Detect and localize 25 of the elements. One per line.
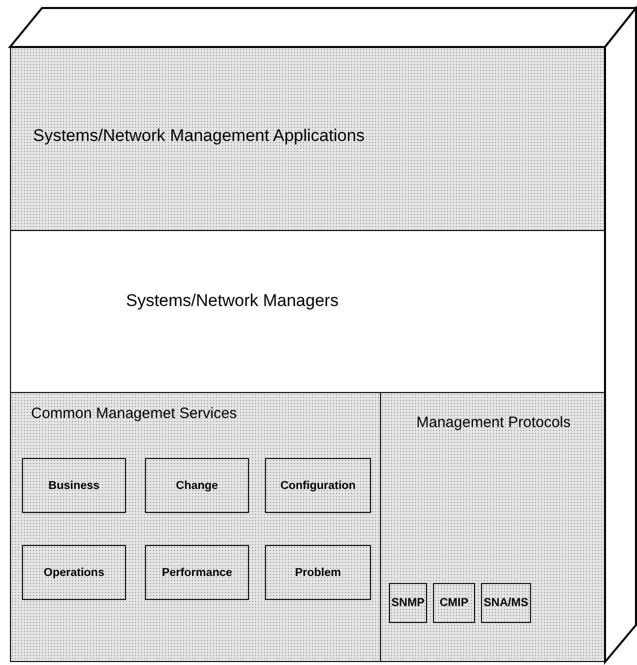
- layer-label: Systems/Network Managers: [126, 291, 339, 311]
- panel-heading: Management Protocols: [415, 413, 572, 432]
- service-box: [265, 458, 371, 513]
- service-box: [433, 583, 475, 623]
- panel-heading: Common Managemet Services: [31, 405, 237, 422]
- service-label: Change: [176, 480, 218, 492]
- protocols-panel: [380, 392, 605, 662]
- service-label: Business: [48, 480, 100, 492]
- service-label: Operations: [44, 566, 104, 578]
- service-label: Performance: [162, 566, 232, 578]
- service-box: [481, 583, 531, 623]
- service-box: [389, 583, 427, 623]
- service-box: [145, 545, 249, 600]
- layer-band: [10, 47, 605, 231]
- service-box: [145, 458, 249, 513]
- service-box: [22, 545, 126, 600]
- service-label: SNA/MS: [484, 597, 528, 609]
- service-box: [265, 545, 371, 600]
- service-label: SNMP: [391, 597, 425, 609]
- service-label: CMIP: [440, 597, 468, 609]
- service-box: [22, 458, 126, 513]
- layer-label: Systems/Network Management Applications: [33, 126, 365, 146]
- service-label: Problem: [294, 566, 341, 578]
- service-label: Configuration: [280, 480, 356, 492]
- services-panel: [10, 392, 381, 662]
